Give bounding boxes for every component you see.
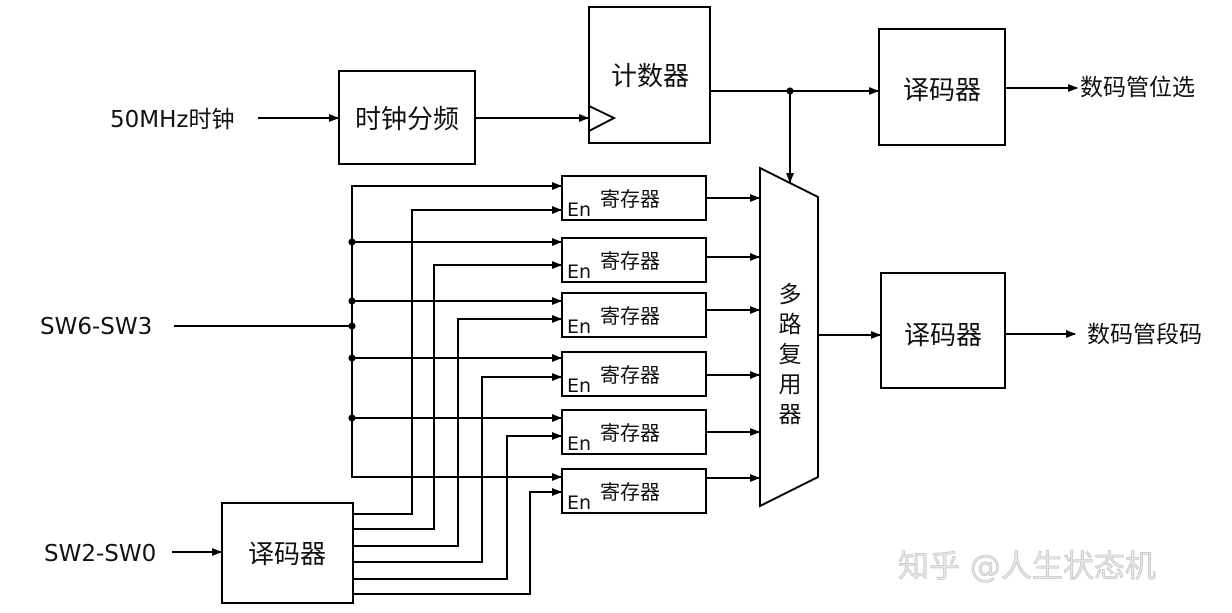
register-6: En 寄存器 [352,468,760,595]
register-block [561,237,707,283]
mux-label-char: 多 [779,282,802,308]
address-decoder-label: 译码器 [248,540,326,570]
junction-dot [786,87,794,95]
address-decoder-block [221,502,354,604]
segment-code-output-label: 数码管段码 [1087,322,1202,348]
register-label: 寄存器 [600,480,660,504]
enable-label: En [567,375,591,397]
junction-dot [348,297,356,305]
segment-decoder-label: 译码器 [904,321,982,351]
digit-decoder-label: 译码器 [903,76,981,106]
enable-label: En [567,492,591,514]
mux-label-char: 用 [779,372,802,398]
data-switches-label: SW6-SW3 [40,314,152,340]
register-2: En 寄存器 [348,237,760,530]
register-3: En 寄存器 [348,292,760,547]
enable-label: En [567,433,591,455]
register-label: 寄存器 [600,249,660,273]
junction-dot [348,322,356,330]
register-1: En 寄存器 [352,175,760,515]
digit-select-output-label: 数码管位选 [1080,75,1195,101]
counter-label: 计数器 [611,62,689,92]
segment-decoder-block [880,272,1006,389]
register-label: 寄存器 [600,187,660,211]
enable-label: En [567,261,591,283]
junction-dot [348,238,356,246]
wire-enable-to-register [353,488,562,595]
register-label: 寄存器 [600,363,660,387]
enable-label: En [567,316,591,338]
enable-label: En [567,199,591,221]
mux-block [759,166,819,508]
mux-label-char: 复 [779,342,802,368]
clock-edge-icon [588,105,617,132]
junction-dot [348,414,356,422]
junction-dot [348,354,356,362]
watermark: 知乎 @人生状态机 [898,549,1156,585]
register-label: 寄存器 [600,421,660,445]
wire-enable-to-register [353,432,562,580]
wire-enable-to-register [353,373,562,563]
register-label: 寄存器 [600,304,660,328]
clock-divider-label: 时钟分频 [355,105,459,135]
register-4: En 寄存器 [348,351,760,563]
mux-label-char: 器 [779,402,802,428]
register-block [561,468,707,514]
clock-input-label: 50MHz时钟 [110,107,234,133]
wire-enable-to-register [353,261,562,530]
counter-block [588,6,711,144]
wire-enable-to-register [353,315,562,547]
register-5: En 寄存器 [348,409,760,580]
mux-label-char: 路 [779,312,802,338]
wire-enable-to-register [353,206,562,515]
register-block [561,292,707,338]
address-switches-label: SW2-SW0 [44,541,156,567]
register-bank: En 寄存器 En 寄存器 En 寄存器 En 寄存器 En 寄存器 En 寄存器 [348,175,760,595]
mux-label: 多 路 复 用 器 [779,282,802,428]
